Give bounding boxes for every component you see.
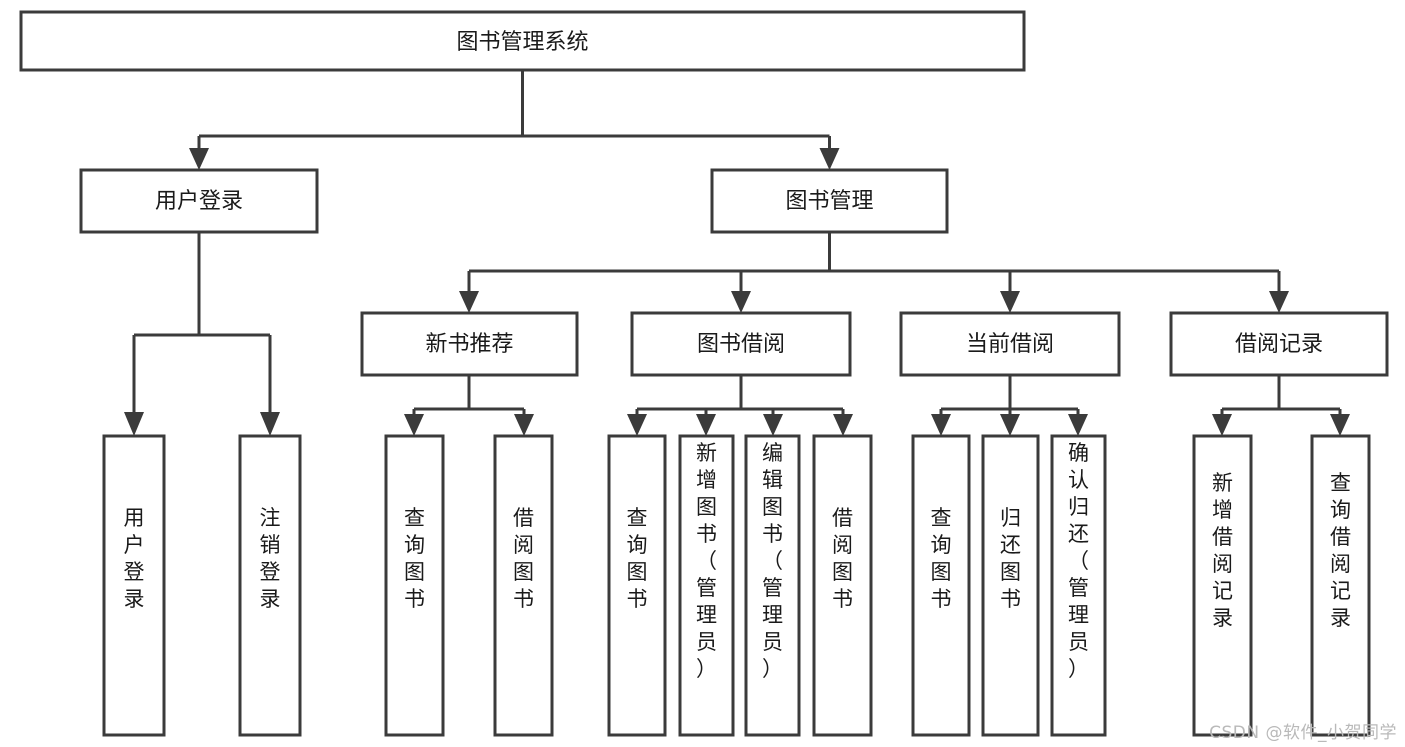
leaf-add-book-box[interactable] — [678, 434, 735, 737]
leaf-add-record-box[interactable] — [1192, 434, 1253, 737]
leaf-query-book-1[interactable]: 查询图书 — [384, 434, 445, 737]
leaf-user-login[interactable]: 用户登录 — [102, 434, 166, 737]
leaf-return-book-label: 归还图书 — [1000, 506, 1021, 611]
connector-group-book-management — [459, 232, 1289, 313]
node-current-borrow-label: 当前借阅 — [966, 332, 1054, 357]
arrow-head-leaf-user-login — [124, 412, 144, 436]
node-book-borrow[interactable]: 图书借阅 — [630, 311, 852, 377]
leaf-query-record-label: 查询借阅记录 — [1330, 471, 1351, 630]
leaf-query-book-3[interactable]: 查询图书 — [911, 434, 971, 737]
node-user-login[interactable]: 用户登录 — [79, 168, 319, 234]
node-borrow-record-label: 借阅记录 — [1235, 332, 1323, 357]
leaf-query-book-3-box[interactable] — [911, 434, 971, 737]
leaf-user-login-box[interactable] — [102, 434, 166, 737]
arrow-head-leaf-add-book — [696, 414, 716, 436]
arrow-head-user-login — [189, 148, 209, 170]
node-book-management-box[interactable] — [710, 168, 949, 234]
node-new-book-recommend-label: 新书推荐 — [425, 332, 513, 357]
arrow-head-leaf-query-record — [1330, 414, 1350, 436]
node-borrow-record-box[interactable] — [1169, 311, 1389, 377]
leaf-query-record[interactable]: 查询借阅记录 — [1310, 434, 1371, 737]
leaf-query-book-1-label: 查询图书 — [404, 506, 425, 611]
node-current-borrow-box[interactable] — [899, 311, 1121, 377]
leaf-query-book-2[interactable]: 查询图书 — [607, 434, 667, 737]
leaf-edit-book[interactable]: 编辑图书（管理员） — [744, 434, 801, 737]
node-book-management[interactable]: 图书管理 — [710, 168, 949, 234]
leaf-return-book[interactable]: 归还图书 — [981, 434, 1040, 737]
arrow-head-leaf-query-book-2 — [627, 414, 647, 436]
connector-group-borrow-record — [1212, 375, 1350, 436]
arrow-head-leaf-query-book-1 — [404, 414, 424, 436]
leaf-borrow-book-2-label: 借阅图书 — [832, 506, 853, 611]
leaf-query-book-3-label: 查询图书 — [931, 506, 952, 611]
leaf-add-record-label: 新增借阅记录 — [1212, 471, 1233, 630]
leaf-borrow-book-2[interactable]: 借阅图书 — [812, 434, 873, 737]
leaf-user-login-label: 用户登录 — [124, 506, 145, 611]
leaf-logout-label: 注销登录 — [260, 506, 281, 611]
arrow-head-book-management — [819, 148, 840, 170]
node-book-borrow-label: 图书借阅 — [697, 332, 785, 357]
node-book-borrow-box[interactable] — [630, 311, 852, 377]
node-book-management-label: 图书管理 — [785, 189, 873, 214]
csdn-watermark: CSDN @软件_小贺同学 — [1209, 723, 1397, 743]
arrow-head-leaf-confirm-return — [1068, 414, 1088, 436]
arrow-head-new-book-recommend — [459, 291, 479, 313]
arrow-head-leaf-borrow-book-1 — [514, 414, 534, 436]
arrow-head-leaf-add-record — [1212, 414, 1232, 436]
leaf-edit-book-label: 编辑图书（管理员） — [762, 441, 783, 681]
leaf-borrow-book-2-box[interactable] — [812, 434, 873, 737]
leaf-return-book-box[interactable] — [981, 434, 1040, 737]
node-new-book-recommend[interactable]: 新书推荐 — [360, 311, 579, 377]
arrow-head-leaf-query-book-3 — [931, 414, 951, 436]
leaf-borrow-book-1[interactable]: 借阅图书 — [493, 434, 554, 737]
leaf-query-record-box[interactable] — [1310, 434, 1371, 737]
arrow-head-leaf-borrow-book-2 — [833, 414, 853, 436]
leaf-borrow-book-1-label: 借阅图书 — [513, 506, 534, 611]
leaf-add-book[interactable]: 新增图书（管理员） — [678, 434, 735, 737]
connector-group-root — [189, 70, 840, 170]
node-borrow-record[interactable]: 借阅记录 — [1169, 311, 1389, 377]
leaf-confirm-return-box[interactable] — [1050, 434, 1107, 737]
leaf-query-book-2-box[interactable] — [607, 434, 667, 737]
node-root-label: 图书管理系统 — [456, 30, 588, 55]
node-root[interactable]: 图书管理系统 — [19, 10, 1026, 72]
arrow-head-leaf-return-book — [1000, 414, 1020, 436]
node-root-box[interactable] — [19, 10, 1026, 72]
arrow-head-leaf-edit-book — [763, 414, 783, 436]
arrow-head-book-borrow — [731, 291, 751, 313]
leaf-logout-box[interactable] — [238, 434, 302, 737]
node-user-login-label: 用户登录 — [155, 189, 243, 214]
connector-group-current-borrow — [931, 375, 1088, 436]
connector-group-book-borrow — [627, 375, 853, 436]
connector-group-new-book-recommend — [404, 375, 534, 436]
leaf-edit-book-box[interactable] — [744, 434, 801, 737]
leaf-logout[interactable]: 注销登录 — [238, 434, 302, 737]
connector-group-user-login — [124, 232, 280, 436]
arrow-head-current-borrow — [1000, 291, 1020, 313]
leaf-borrow-book-1-box[interactable] — [493, 434, 554, 737]
arrow-head-leaf-logout — [260, 412, 280, 436]
leaf-confirm-return-label: 确认归还（管理员） — [1068, 441, 1089, 681]
node-new-book-recommend-box[interactable] — [360, 311, 579, 377]
node-current-borrow[interactable]: 当前借阅 — [899, 311, 1121, 377]
node-user-login-box[interactable] — [79, 168, 319, 234]
leaf-add-record[interactable]: 新增借阅记录 — [1192, 434, 1253, 737]
leaf-query-book-1-box[interactable] — [384, 434, 445, 737]
leaf-query-book-2-label: 查询图书 — [627, 506, 648, 611]
leaf-add-book-label: 新增图书（管理员） — [696, 441, 717, 681]
leaf-confirm-return[interactable]: 确认归还（管理员） — [1050, 434, 1107, 737]
arrow-head-borrow-record — [1269, 291, 1289, 313]
